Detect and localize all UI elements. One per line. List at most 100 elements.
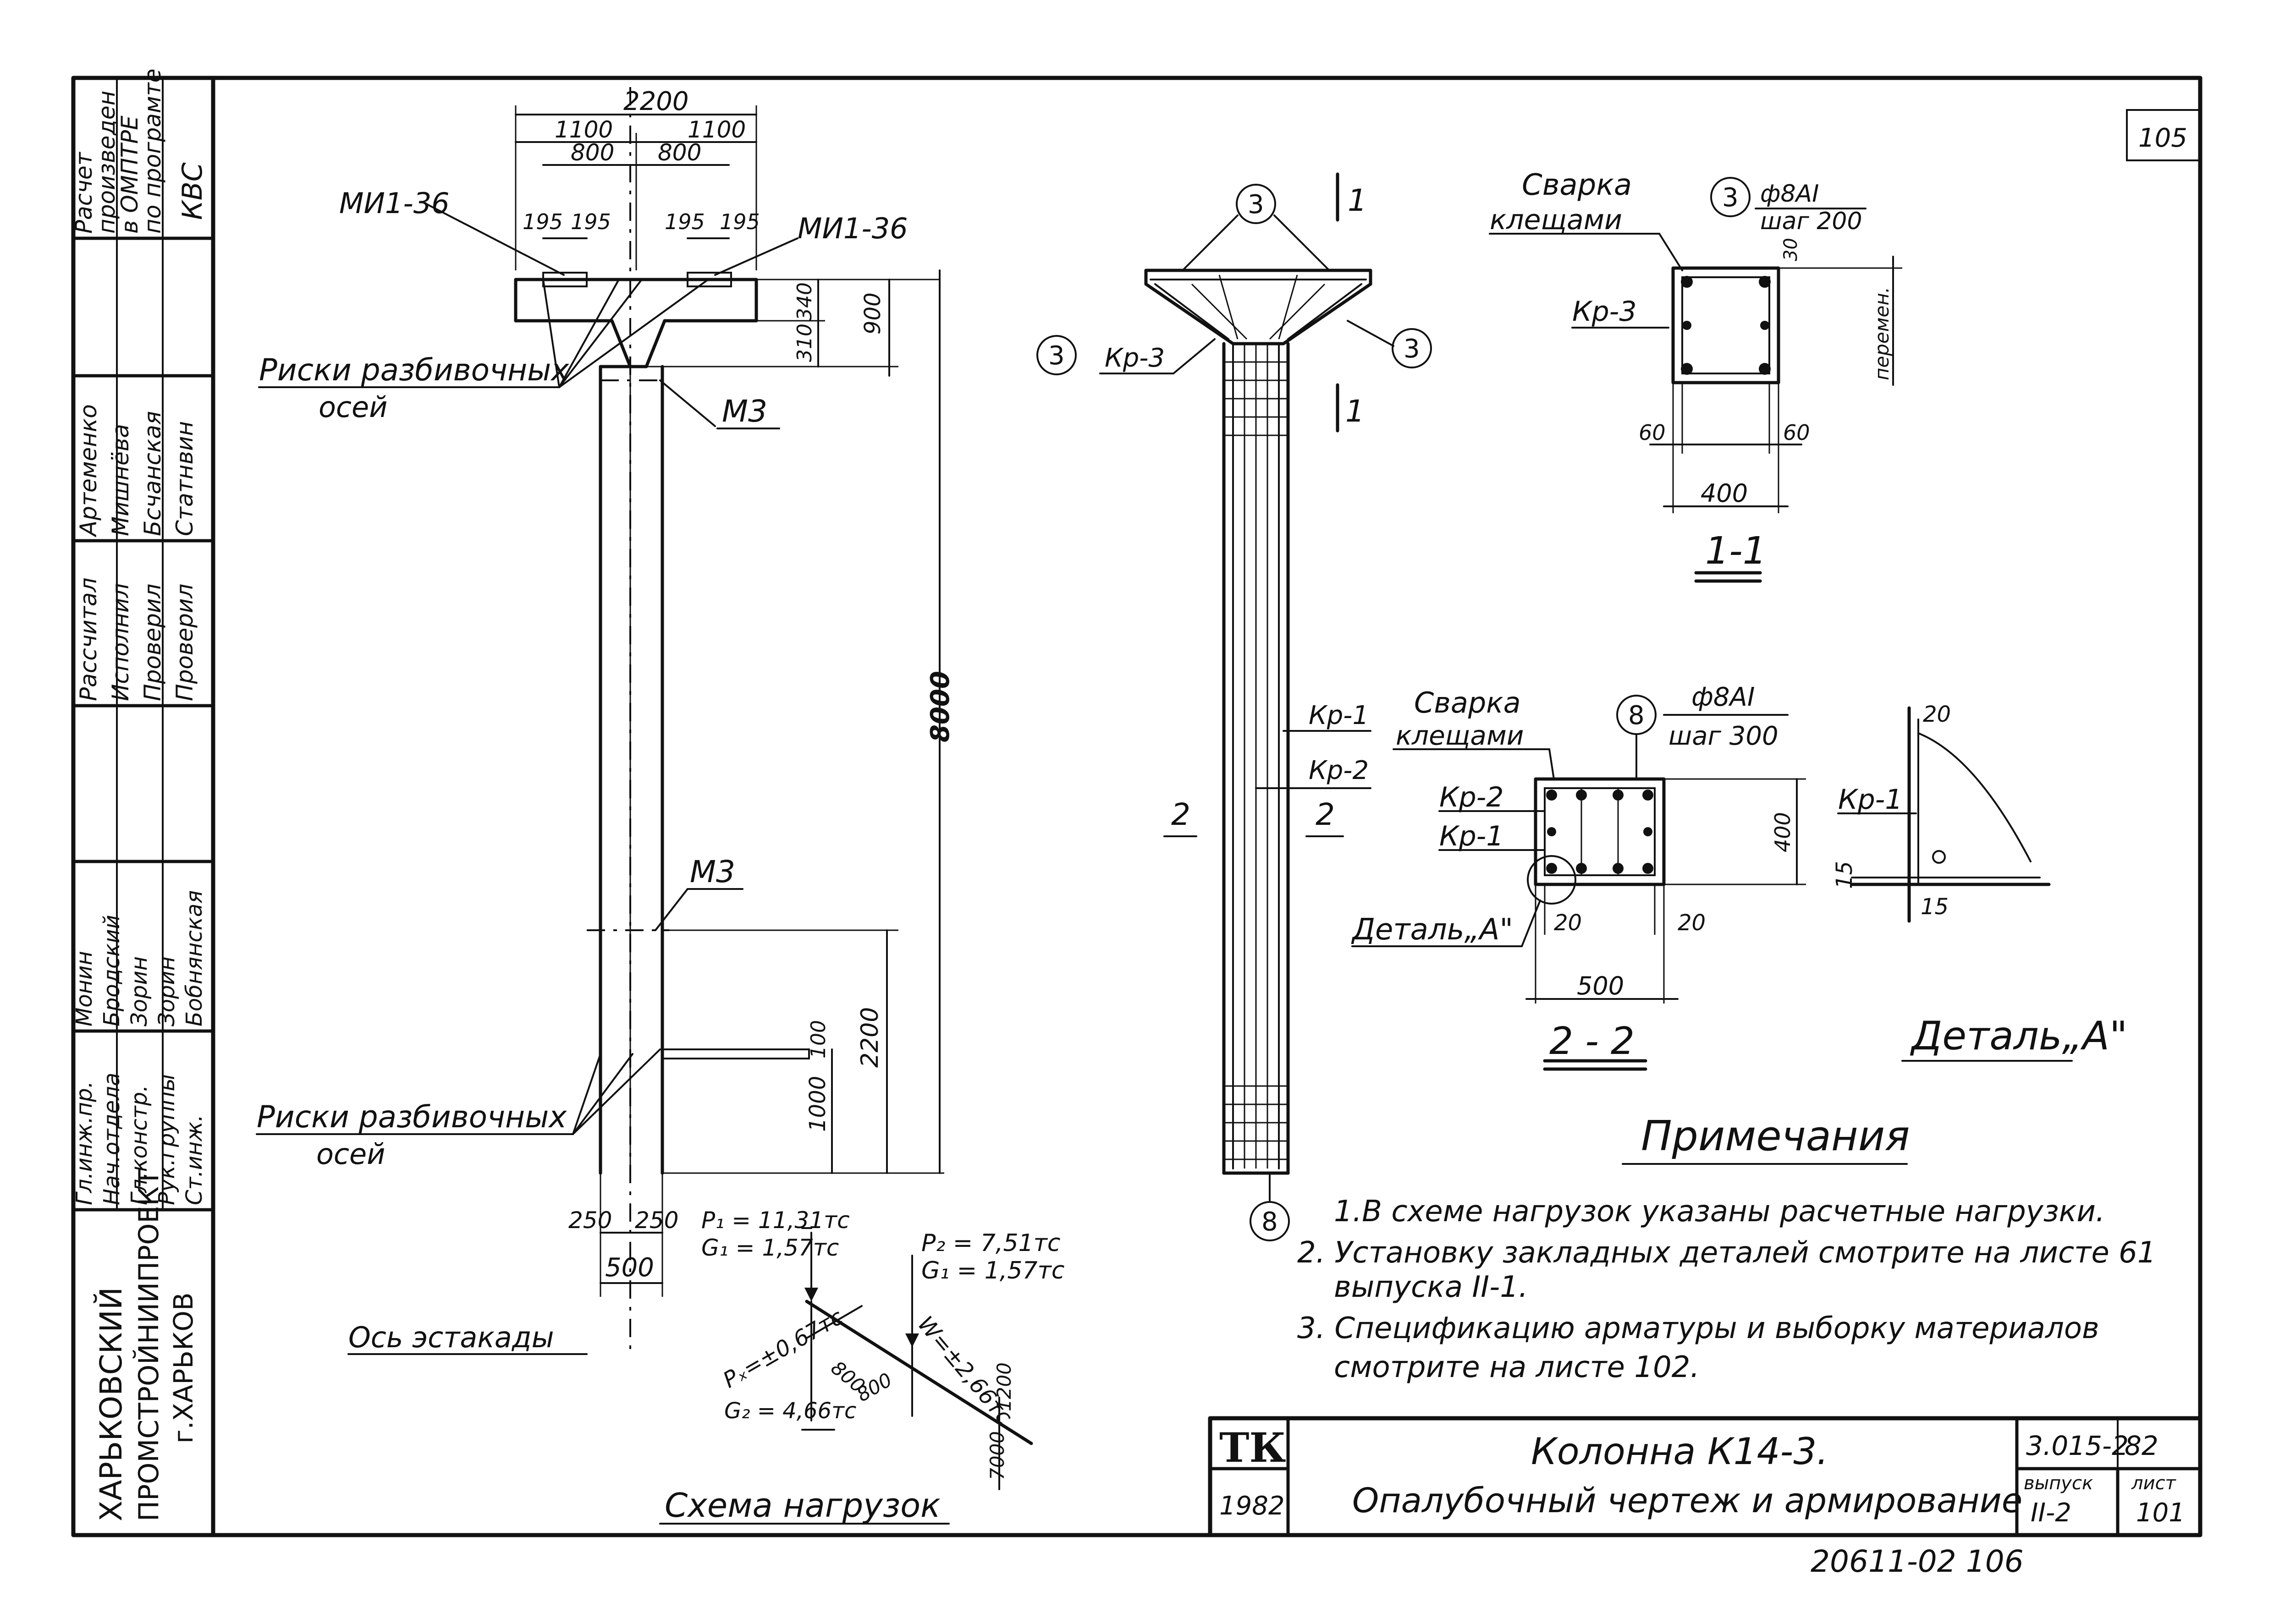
tb-year: 1982: [1219, 1491, 1285, 1521]
note-1: 1.В схеме нагрузок указаны расчетные наг…: [1334, 1195, 2105, 1229]
stamp-name-1: Монин: [72, 951, 97, 1026]
bottom-stamp: 20611-02 106: [1811, 1544, 2024, 1579]
stamp-column: Расчет произведен в ОМПТРЕ по програмте …: [71, 69, 215, 1521]
stamp-role-1: Гл.инж.пр.: [72, 1081, 97, 1205]
rebar-pos3-top: 3: [1248, 190, 1264, 219]
sec2-detail-ref: Деталь„А": [1351, 913, 1513, 947]
load-p2: P₂ = 7,51тс: [921, 1229, 1061, 1257]
stamp-name2-2: Мишнёва: [107, 424, 134, 536]
detail-kp1: Кр-1: [1838, 784, 1903, 816]
detail-d20: 20: [1923, 702, 1951, 727]
rebar-sec1-top: 1: [1348, 183, 1367, 218]
mi-label-right: МИ1-36: [798, 212, 908, 245]
detail-d15a: 15: [1832, 861, 1857, 889]
tb-code-2: 82: [2125, 1430, 2158, 1461]
detail-d15b: 15: [1921, 894, 1949, 920]
sec2-d20-right: 20: [1678, 910, 1706, 936]
rebar-sec2-left: 2: [1171, 797, 1190, 832]
tb-issue-label: выпуск: [2024, 1473, 2093, 1494]
sec2-title: 2 - 2: [1549, 1020, 1635, 1063]
rebar-pos8: 8: [1261, 1207, 1278, 1237]
stamp-note-1: Расчет: [71, 151, 97, 234]
sec1-d30: 30: [1780, 238, 1801, 261]
tb-issue: II-2: [2031, 1498, 2071, 1528]
rebar-kp2: Кр-2: [1309, 756, 1369, 785]
stamp-name-2: Бродский: [99, 915, 125, 1026]
load-d7000: 7000: [986, 1431, 1008, 1480]
tb-sheet: 101: [2136, 1498, 2185, 1528]
load-d1200: 1200: [993, 1362, 1015, 1411]
stamp-role2-4: Проверил: [171, 584, 198, 701]
load-g1a: G₁ = 1,57тс: [701, 1234, 839, 1261]
tk-mark: ТК: [1219, 1424, 1286, 1471]
outer-frame: [71, 76, 2202, 1537]
marks-top-label-2: осей: [319, 390, 387, 424]
rebar-pos3-left: 3: [1048, 341, 1065, 371]
sec1-d60-right: 60: [1783, 420, 1810, 445]
stamp-note-3: в ОМПТРЕ: [116, 115, 143, 234]
sec2-weld: Сварка: [1414, 686, 1521, 719]
mi-label-left: МИ1-36: [339, 187, 450, 220]
sec2-kp2: Кр-2: [1439, 781, 1504, 813]
note-2-cont: выпуска II-1.: [1334, 1270, 1528, 1304]
stamp-role-5: Ст.инж.: [182, 1114, 207, 1205]
rebar-sec1-bottom: 1: [1345, 394, 1365, 429]
notes-heading: Примечания: [1641, 1112, 1910, 1160]
sec2-d20-left: 20: [1554, 910, 1582, 936]
sec1-title: 1-1: [1705, 529, 1767, 573]
dim-900: 900: [860, 292, 886, 335]
stamp-name-5: Бобнянская: [182, 890, 207, 1026]
dim-8000: 8000: [925, 671, 955, 742]
rebar-kp3: Кр-3: [1105, 343, 1165, 373]
sec1-variable: перемен.: [1871, 287, 1893, 380]
sec2-step: шаг 300: [1668, 721, 1778, 751]
stamp-note-5: КВС: [176, 162, 209, 220]
dim-2200: 2200: [623, 87, 689, 116]
notes: Примечания 1.В схеме нагрузок указаны ра…: [1297, 1112, 2156, 1384]
sec2-d400: 400: [1770, 812, 1795, 852]
dim-250-right: 250: [635, 1207, 678, 1234]
note-3: 3. Спецификацию арматуры и выборку матер…: [1297, 1311, 2099, 1345]
sheet-number-box: [2126, 109, 2201, 161]
note-2: 2. Установку закладных деталей смотрите …: [1297, 1236, 2156, 1270]
dim-2200-low: 2200: [856, 1007, 884, 1068]
sec1-d400: 400: [1701, 479, 1748, 508]
title-block: ТК 1982 Колонна К14-3. Опалубочный черте…: [1208, 1416, 2202, 1537]
org-name-1: ХАРЬКОВСКИЙ: [93, 1287, 129, 1521]
sec1-weld2: клещами: [1490, 204, 1622, 236]
m3-mid-label: М3: [690, 854, 735, 889]
dim-340: 340: [793, 282, 816, 321]
section-1-1: Сварка клещами 3 ф8АI шаг 200 Кр-3 30 пе…: [1489, 168, 1902, 583]
note-3-cont: смотрите на листе 102.: [1334, 1350, 1700, 1384]
tb-sheet-label: лист: [2131, 1473, 2177, 1494]
tb-title-1: Колонна К14-3.: [1531, 1430, 1828, 1473]
m3-top-label: М3: [722, 394, 767, 429]
sec1-kp3: Кр-3: [1572, 296, 1637, 328]
sec2-d500: 500: [1577, 971, 1624, 1000]
section-2-2: Сварка клещами 8 ф8АI шаг 300 Кр-2 Кр-1 …: [1351, 682, 1806, 1071]
sec2-pos8: 8: [1628, 701, 1645, 730]
stamp-note-4: по програмте: [139, 69, 166, 234]
load-scheme: P₁ = 11,31тс G₁ = 1,57тс P₂ = 7,51тс G₁ …: [659, 1207, 1064, 1525]
load-g1b: G₁ = 1,57тс: [921, 1257, 1064, 1284]
stamp-note-2: произведен: [94, 91, 120, 234]
marks-top-label: Риски разбивочных: [259, 352, 569, 388]
stamp-name2-3: Бсчанская: [139, 411, 166, 536]
sec1-pos3: 3: [1722, 183, 1739, 213]
sec2-phi: ф8АI: [1691, 682, 1755, 712]
sec1-step: шаг 200: [1760, 208, 1862, 235]
marks-bottom-label-2: осей: [316, 1137, 385, 1171]
rebar-pos3-right: 3: [1404, 334, 1420, 364]
sheet-number-top: 105: [2138, 123, 2187, 153]
bottom-plate: [661, 1048, 810, 1059]
rebar-elevation: 3 3 3 Кр-3 1 1 Кр-1 Кр-2 2 2 8: [1036, 172, 1432, 1241]
sec2-weld2: клещами: [1396, 720, 1524, 751]
load-p1: P₁ = 11,31тс: [701, 1207, 850, 1234]
rebar-sec2-right: 2: [1316, 797, 1335, 832]
stamp-role-2: Нач.отдела: [99, 1073, 125, 1205]
dim-1000: 1000: [805, 1076, 831, 1132]
dim-195-b: 195: [571, 209, 611, 234]
load-scheme-title: Схема нагрузок: [665, 1486, 941, 1525]
sec1-d60-left: 60: [1639, 420, 1666, 445]
